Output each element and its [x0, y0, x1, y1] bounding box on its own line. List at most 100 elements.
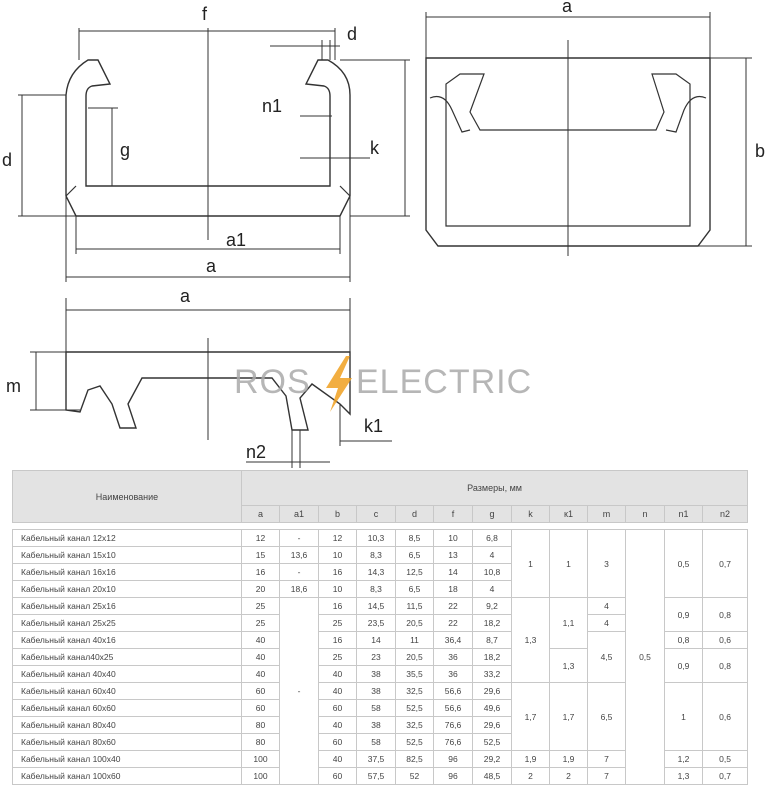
cell-c: 14	[356, 631, 396, 649]
cell-k: 2	[511, 767, 550, 785]
cell-c: 14,5	[356, 597, 396, 615]
header-name: Наименование	[12, 470, 242, 523]
cell-f: 22	[433, 597, 473, 615]
cell-a: 80	[241, 716, 280, 734]
cell-m: 3	[587, 529, 626, 598]
label-k: k	[370, 138, 380, 158]
cell-b: 25	[318, 648, 357, 666]
col-header: k	[511, 505, 550, 523]
cell-b: 40	[318, 682, 357, 700]
cell-b: 10	[318, 580, 357, 598]
cell-f: 36,4	[433, 631, 473, 649]
cell-n2: 0,8	[701, 648, 749, 683]
cell-a: 12	[241, 529, 280, 547]
col-header: n	[625, 505, 665, 523]
col-header: b	[318, 505, 357, 523]
cell-m: 4	[587, 597, 626, 615]
cell-m: 6,5	[587, 682, 626, 751]
row-name: Кабельный канал 20x10	[12, 580, 242, 598]
cell-d: 6,5	[395, 546, 434, 564]
label-a-cover: a	[180, 286, 191, 306]
table-row: Кабельный канал 12x12 12 - 12 10,3 8,5 1…	[12, 529, 749, 785]
cell-b: 60	[318, 699, 357, 717]
table-row: Кабельный канал 60x40 60 40 38 32,5 56,6…	[12, 682, 749, 751]
row-name: Кабельный канал 100x40	[12, 750, 242, 768]
cell-f: 36	[433, 665, 473, 683]
cell-a: 40	[241, 665, 280, 683]
cell-f: 76,6	[433, 716, 473, 734]
row-name: Кабельный канал 16x16	[12, 563, 242, 581]
cell-m: 7	[587, 767, 626, 785]
cell-n1: 1,3	[664, 767, 703, 785]
col-header: m	[587, 505, 626, 523]
cell-f: 56,6	[433, 699, 473, 717]
cell-m: 4,5	[587, 631, 626, 683]
cell-n1: 0,9	[664, 648, 703, 683]
cell-d: 52,5	[395, 699, 434, 717]
cell-a: 60	[241, 699, 280, 717]
cell-f: 36	[433, 648, 473, 666]
cell-n2: 0,5	[701, 750, 749, 768]
label-n2: n2	[246, 442, 266, 462]
cell-c: 37,5	[356, 750, 396, 768]
row-name: Кабельный канал 25x25	[12, 614, 242, 632]
cell-n1: 0,5	[664, 529, 703, 598]
cell-d: 32,5	[395, 716, 434, 734]
cell-d: 52	[395, 767, 434, 785]
cell-g: 48,5	[472, 767, 512, 785]
cell-g: 18,2	[472, 648, 512, 666]
cell-n2: 0,8	[701, 597, 749, 632]
cell-b: 40	[318, 665, 357, 683]
label-a1: a1	[226, 230, 246, 250]
cell-c: 38	[356, 665, 396, 683]
label-n1: n1	[262, 96, 282, 116]
table-row: Кабельный канал 100x40 100 40 37,5 82,5 …	[12, 750, 749, 768]
cell-n: 0,5	[625, 529, 665, 785]
watermark-text-left: ROS	[234, 363, 311, 401]
col-header: к1	[549, 505, 588, 523]
cell-c: 8,3	[356, 580, 396, 598]
cell-d: 20,5	[395, 614, 434, 632]
cell-a: 40	[241, 631, 280, 649]
cell-a: 100	[241, 767, 280, 785]
cell-g: 29,6	[472, 716, 512, 734]
cell-d: 20,5	[395, 648, 434, 666]
cell-k: 1,9	[511, 750, 550, 768]
cell-k: 1	[511, 529, 550, 598]
cell-f: 76,6	[433, 733, 473, 751]
cell-f: 22	[433, 614, 473, 632]
cell-a1: -	[279, 563, 319, 581]
row-name: Кабельный канал 80x40	[12, 716, 242, 734]
cell-k: 1,3	[511, 597, 550, 683]
table-row: Кабельный канал 60x60 60 60 58 52,5 56,6…	[12, 699, 748, 717]
cell-n1: 1,2	[664, 750, 703, 768]
cell-g: 52,5	[472, 733, 512, 751]
col-header: a	[241, 505, 280, 523]
cell-g: 49,6	[472, 699, 512, 717]
label-g: g	[120, 140, 130, 160]
channel-cover-drawing: a m k1 n2	[6, 286, 392, 468]
header-sizes: Размеры, мм	[240, 470, 749, 506]
cell-g: 29,6	[472, 682, 512, 700]
cell-b: 60	[318, 733, 357, 751]
cell-d: 11,5	[395, 597, 434, 615]
cell-g: 8,7	[472, 631, 512, 649]
cell-g: 6,8	[472, 529, 512, 547]
col-header: g	[472, 505, 512, 523]
row-name: Кабельный канал40x25	[12, 648, 242, 666]
cell-g: 9,2	[472, 597, 512, 615]
cell-c: 10,3	[356, 529, 396, 547]
cell-g: 4	[472, 580, 512, 598]
cell-k: 1,7	[511, 682, 550, 751]
row-name: Кабельный канал 60x40	[12, 682, 242, 700]
cell-g: 33,2	[472, 665, 512, 683]
col-header: n2	[701, 505, 749, 523]
cell-b: 16	[318, 597, 357, 615]
cell-c: 38	[356, 716, 396, 734]
cell-c: 58	[356, 733, 396, 751]
cell-b: 40	[318, 750, 357, 768]
cell-d: 35,5	[395, 665, 434, 683]
row-name: Кабельный канал 100x60	[12, 767, 242, 785]
label-d-top: d	[347, 24, 357, 44]
cell-b: 40	[318, 716, 357, 734]
